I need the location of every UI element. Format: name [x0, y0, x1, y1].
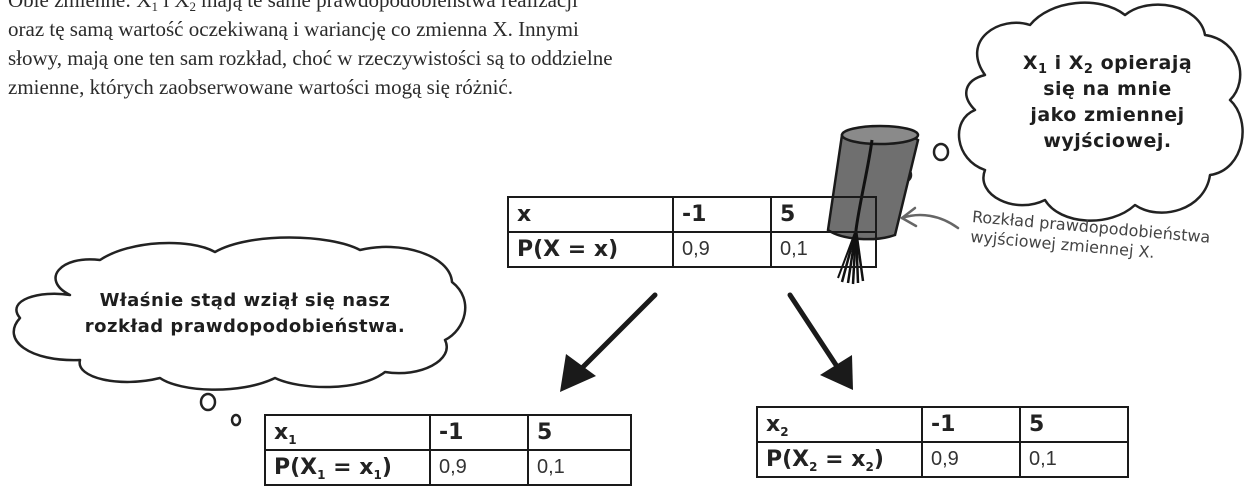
intro-line-1: Obie zmienne: X1 i X2 mają te same prawd…	[8, 0, 578, 14]
table-row: x -1 5	[507, 196, 877, 233]
value-cell: 5	[770, 196, 877, 233]
table-row: x2 -1 5	[756, 406, 1129, 443]
intro-line-2: oraz tę samą wartość oczekiwaną i warian…	[8, 17, 579, 41]
column-label-x1: x1	[264, 414, 431, 451]
value-cell: 5	[527, 414, 632, 451]
table-row: P(X2 = x2) 0,9 0,1	[756, 441, 1129, 478]
table-row: x1 -1 5	[264, 414, 632, 451]
thought-right-line-1: X1 i X2 opierają	[1022, 52, 1193, 77]
thought-right-line-3: jako zmiennej	[1030, 104, 1185, 126]
value-cell: 5	[1019, 406, 1129, 443]
arrow-down-left-icon	[560, 292, 658, 392]
thought-text-right: X1 i X2 opierają się na mnie jako zmienn…	[990, 50, 1225, 154]
column-label-x: x	[507, 196, 674, 233]
row-label-probability: P(X1 = x1)	[264, 449, 431, 486]
probability-cell: 0,1	[527, 449, 632, 486]
thought-left-line-2: rozkład prawdopodobieństwa.	[84, 316, 406, 337]
thought-right-line-2: się na mnie	[1043, 78, 1172, 100]
probability-cell: 0,9	[672, 231, 772, 268]
probability-cell: 0,9	[429, 449, 529, 486]
intro-paragraph: Obie zmienne: X1 i X2 mają te same prawd…	[8, 0, 768, 102]
column-label-x2: x2	[756, 406, 923, 443]
row-label-probability: P(X = x)	[507, 231, 674, 268]
arrow-down-right-icon	[787, 292, 853, 390]
thought-left-line-1: Właśnie stąd wziął się nasz	[99, 290, 391, 311]
thought-text-left: Właśnie stąd wziął się nasz rozkład praw…	[60, 288, 430, 340]
probability-cell: 0,1	[770, 231, 877, 268]
value-cell: -1	[672, 196, 772, 233]
thought-right-line-4: wyjściowej.	[1043, 130, 1172, 152]
curved-pointer-arrow-icon	[900, 206, 960, 230]
probability-table-x1: x1 -1 5 P(X1 = x1) 0,9 0,1	[264, 414, 632, 486]
probability-cell: 0,9	[921, 441, 1021, 478]
intro-line-3: słowy, mają one ten sam rozkład, choć w …	[8, 46, 613, 70]
value-cell: -1	[921, 406, 1021, 443]
probability-table-x: x -1 5 P(X = x) 0,9 0,1	[507, 196, 877, 268]
probability-table-x2: x2 -1 5 P(X2 = x2) 0,9 0,1	[756, 406, 1129, 478]
thought-cloud-left-icon	[12, 236, 467, 427]
table-row: P(X = x) 0,9 0,1	[507, 231, 877, 268]
row-label-probability: P(X2 = x2)	[756, 441, 923, 478]
intro-line-4: zmienne, których zaobserwowane wartości …	[8, 75, 513, 99]
probability-cell: 0,1	[1019, 441, 1129, 478]
table-row: P(X1 = x1) 0,9 0,1	[264, 449, 632, 486]
value-cell: -1	[429, 414, 529, 451]
